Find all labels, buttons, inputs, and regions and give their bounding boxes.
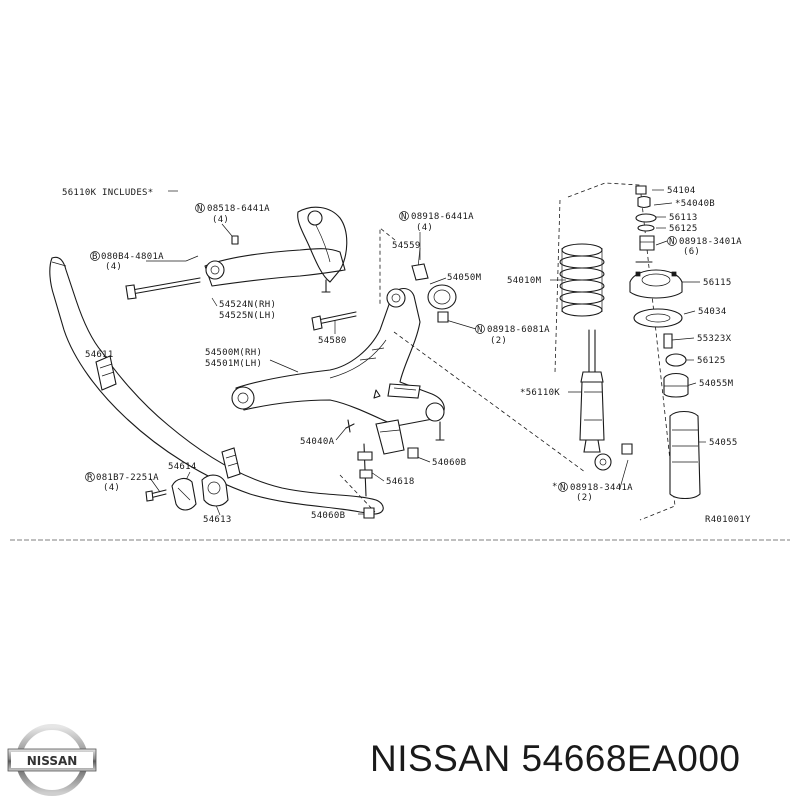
nissan-logo: NISSAN	[7, 724, 97, 796]
label-56110k-includes: 56110K INCLUDES*	[62, 188, 154, 198]
label-08918-6441a: 08918-6441A	[411, 212, 474, 222]
label-081b7-qty: (4)	[103, 483, 120, 493]
asterisk: *	[552, 482, 558, 492]
label-54525n: 54525N(LH)	[219, 311, 276, 321]
label-08918-6441a-qty: (4)	[416, 223, 433, 233]
stabilizer-bar	[49, 256, 384, 515]
nut-symbol	[399, 211, 409, 221]
label-56115: 56115	[703, 278, 732, 288]
upper-control-arm	[204, 206, 348, 293]
bolt-symbol-letter: B	[92, 252, 98, 262]
label-56113: 56113	[669, 213, 698, 223]
label-56125-upper: 56125	[669, 224, 698, 234]
nut-symbol-letter: N	[669, 237, 675, 247]
label-08918-6081a: 08918-6081A	[487, 325, 550, 335]
bolt-080b4	[125, 277, 201, 300]
label-56125-lower: 56125	[697, 356, 726, 366]
leader-lines	[109, 189, 706, 516]
label-54104: 54104	[667, 186, 696, 196]
label-54040a: 54040A	[300, 437, 335, 447]
nut-symbol-letter: N	[197, 204, 203, 214]
label-08518-qty: (4)	[212, 215, 229, 225]
bolt-symbol	[90, 251, 100, 261]
label-54010m: 54010M	[507, 276, 542, 286]
label-54055: 54055	[709, 438, 738, 448]
label-080b4-qty: (4)	[105, 262, 122, 272]
label-54580: 54580	[318, 336, 347, 346]
shock-absorber	[579, 329, 633, 471]
label-08918-3441a-qty: (2)	[576, 493, 593, 503]
label-08518-6441a: 08518-6441A	[207, 204, 270, 214]
label-54559: 54559	[392, 241, 421, 251]
label-54613: 54613	[203, 515, 232, 525]
label-54060b-lower: 54060B	[311, 511, 345, 521]
nut-symbol-letter: N	[401, 212, 407, 222]
coil-spring	[559, 243, 605, 317]
label-54034: 54034	[698, 307, 727, 317]
label-reference-code: R401001Y	[705, 515, 751, 525]
lower-control-arm	[231, 287, 445, 441]
label-54611: 54611	[85, 350, 114, 360]
label-54614: 54614	[168, 462, 197, 472]
strut-mount-stack	[629, 185, 701, 500]
bolt-54580	[311, 311, 357, 331]
label-08918-3441a: 08918-3441A	[570, 483, 633, 493]
nut-symbol-letter: N	[560, 483, 566, 493]
nut-symbol	[195, 203, 205, 213]
label-080b4-4801a: 080B4-4801A	[101, 252, 164, 262]
nissan-logo-text: NISSAN	[27, 754, 78, 768]
stabilizer-link	[345, 419, 419, 519]
label-54524n: 54524N(RH)	[219, 300, 276, 310]
label-08918-3401a: 08918-3401A	[679, 237, 742, 247]
label-54055m: 54055M	[699, 379, 734, 389]
assembly-guide-lines	[339, 182, 676, 521]
rivet-symbol-letter: R	[87, 473, 93, 483]
nut-symbol	[558, 482, 568, 492]
label-54618: 54618	[386, 477, 415, 487]
label-54040b: *54040B	[675, 199, 715, 209]
label-081b7-2251a: 081B7-2251A	[96, 473, 159, 483]
label-08918-6081a-qty: (2)	[490, 336, 507, 346]
label-54500m: 54500M(RH)	[205, 348, 262, 358]
nut-symbol-letter: N	[477, 325, 483, 335]
label-08918-3401a-qty: (6)	[683, 247, 700, 257]
part-number-title: NISSAN 54668EA000	[370, 738, 741, 779]
stabilizer-clamp	[145, 474, 229, 511]
rivet-symbol	[85, 472, 95, 482]
label-54050m: 54050M	[447, 273, 482, 283]
label-56110k: *56110K	[520, 388, 560, 398]
bump-stop-bracket	[411, 263, 457, 323]
label-54060b-upper: 54060B	[432, 458, 466, 468]
label-54501m: 54501M(LH)	[205, 359, 262, 369]
nut-symbol	[667, 236, 677, 246]
label-55323x: 55323X	[697, 334, 732, 344]
